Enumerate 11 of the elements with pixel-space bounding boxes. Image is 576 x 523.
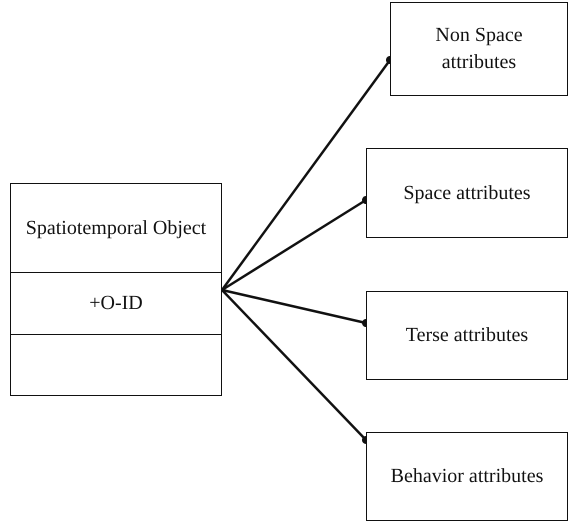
attribute-box	[366, 291, 568, 380]
attribute-box	[366, 432, 568, 521]
attribute-label: Terse attributes	[406, 323, 528, 348]
class-box	[10, 183, 222, 396]
attribute-box	[366, 148, 568, 238]
class-attribute: +O-ID	[89, 291, 143, 316]
attribute-box	[390, 2, 568, 96]
attribute-label: Space attributes	[403, 180, 531, 206]
attribute-label: Non Space attributes	[434, 23, 524, 75]
attribute-label: Behavior attributes	[390, 464, 544, 489]
class-name: Spatiotemporal Object	[26, 216, 206, 240]
